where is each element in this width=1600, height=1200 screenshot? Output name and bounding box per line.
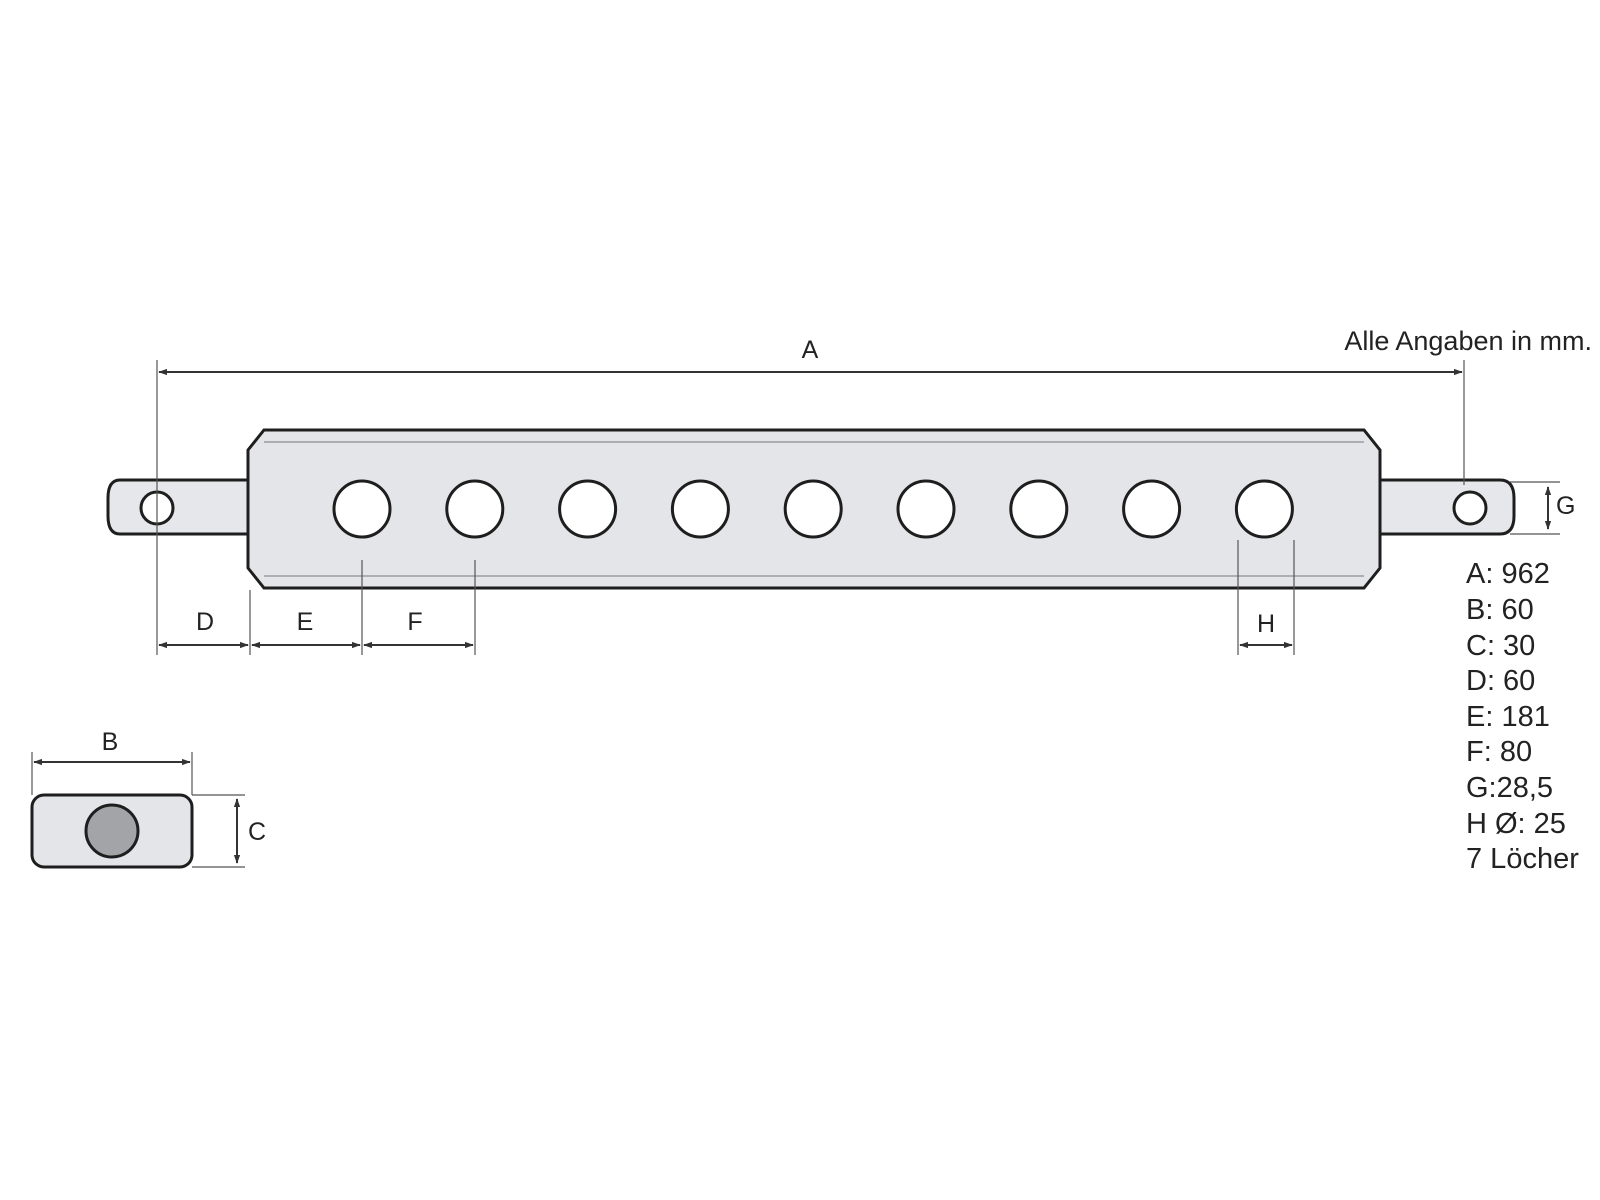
spec-item: E: 181: [1466, 701, 1550, 733]
bar-hole: [1234, 479, 1294, 539]
dimension-c: C: [192, 794, 266, 868]
bar-hole: [1122, 479, 1182, 539]
spec-item: A: 962: [1466, 558, 1550, 590]
spec-list: A: 962 B: 60 C: 30 D: 60 E: 181 F: 80 G:…: [1466, 558, 1579, 875]
units-note: Alle Angaben in mm.: [1344, 326, 1592, 356]
spec-item: G:28,5: [1466, 772, 1553, 804]
dimension-e: E: [251, 560, 363, 655]
dimension-h-label: H: [1257, 610, 1275, 638]
left-pin: [106, 478, 250, 536]
right-pin-hole: [1452, 490, 1488, 526]
bar-holes: [332, 479, 1294, 539]
dimension-h: H: [1237, 540, 1295, 655]
dimension-a-label: A: [802, 336, 819, 364]
spec-item: D: 60: [1466, 665, 1535, 697]
right-pin: [1376, 478, 1516, 536]
dimension-b: B: [31, 728, 193, 795]
dimension-c-label: C: [248, 818, 266, 846]
spec-item: B: 60: [1466, 594, 1534, 626]
dimension-e-label: E: [297, 608, 314, 636]
dimension-d-label: D: [196, 608, 214, 636]
bar-hole: [332, 479, 392, 539]
dimension-f: F: [363, 560, 476, 655]
bar-hole: [445, 479, 505, 539]
dimension-a: A: [156, 336, 1465, 655]
bar-hole: [670, 479, 730, 539]
bar-hole: [1009, 479, 1069, 539]
dimension-g: G: [1510, 481, 1575, 535]
drawbar-body: [246, 428, 1382, 590]
dimension-f-label: F: [407, 608, 422, 636]
cross-section-view: [30, 793, 194, 869]
dimension-g-label: G: [1556, 492, 1575, 520]
spec-item: 7 Löcher: [1466, 843, 1579, 875]
dimension-d: D: [158, 590, 251, 655]
spec-item: C: 30: [1466, 630, 1535, 662]
bar-hole: [558, 479, 618, 539]
bar-hole: [783, 479, 843, 539]
dimension-b-label: B: [102, 728, 119, 756]
bar-hole: [896, 479, 956, 539]
spec-item: H Ø: 25: [1466, 808, 1566, 840]
cross-section-hole: [84, 803, 140, 859]
spec-item: F: 80: [1466, 736, 1532, 768]
